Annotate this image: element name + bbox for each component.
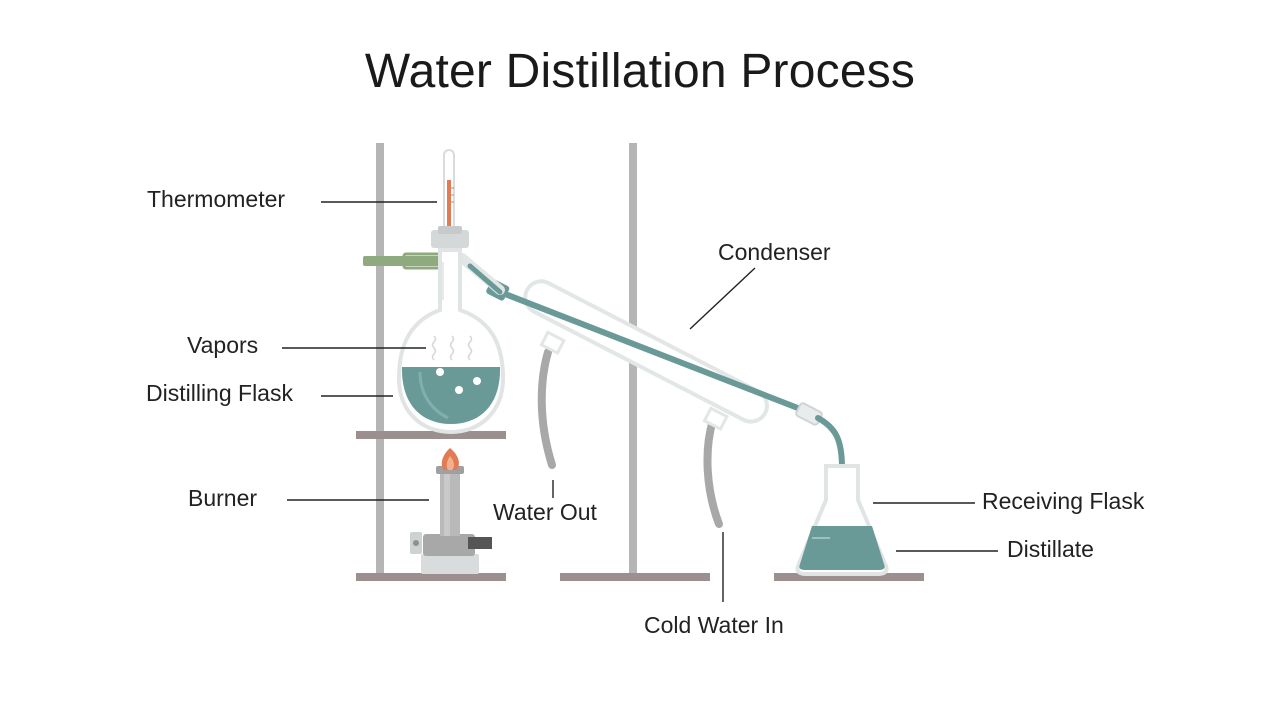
drip-tube	[815, 415, 845, 471]
stopper	[431, 230, 469, 248]
label-cold-water-in: Cold Water In	[644, 612, 784, 638]
label-receiving-flask: Receiving Flask	[982, 488, 1145, 514]
condenser-leader	[689, 267, 756, 330]
burner	[410, 466, 492, 574]
left-base-plate	[356, 573, 506, 581]
bubble	[455, 386, 463, 394]
support-shelf	[356, 431, 506, 439]
label-vapors: Vapors	[187, 332, 259, 358]
right-base-plate	[774, 573, 924, 581]
label-condenser: Condenser	[718, 239, 831, 265]
distillate-liquid	[799, 526, 885, 570]
label-distilling-flask: Distilling Flask	[146, 380, 293, 406]
condenser-upper-nozzle	[539, 330, 566, 356]
left-stand-rod	[376, 143, 384, 575]
label-burner: Burner	[188, 485, 258, 511]
vapor-lines	[431, 335, 473, 361]
bubble	[436, 368, 444, 376]
label-water-out: Water Out	[493, 499, 597, 525]
adapter-lower	[795, 402, 823, 426]
label-distillate: Distillate	[1007, 536, 1094, 562]
water-out-hose	[537, 348, 556, 469]
clamp	[363, 256, 449, 266]
diagram-title: Water Distillation Process	[364, 45, 916, 98]
condenser-lower-nozzle	[702, 406, 729, 432]
cold-water-in-hose	[703, 416, 723, 528]
middle-base-plate	[560, 573, 710, 581]
label-thermometer: Thermometer	[147, 186, 286, 212]
bubble	[473, 377, 481, 385]
condenser-inner-tube	[497, 289, 811, 415]
